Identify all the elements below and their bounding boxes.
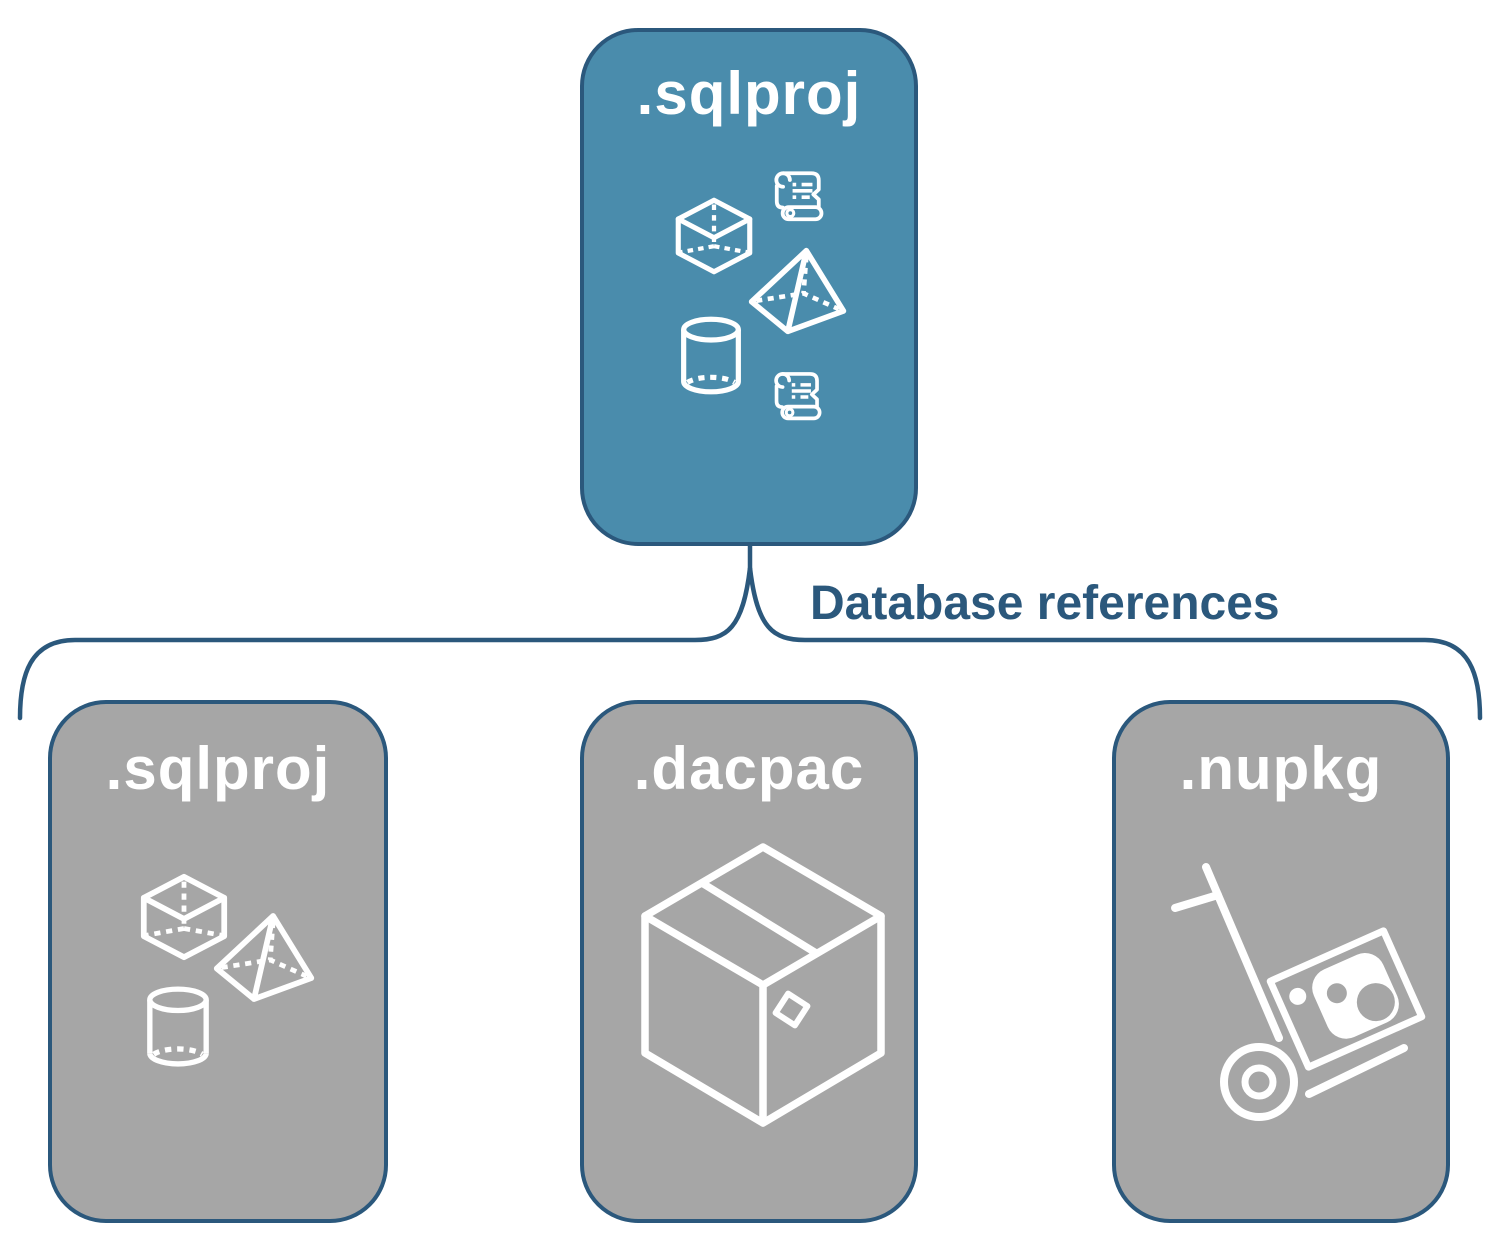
cylinder-icon	[150, 989, 206, 1064]
cube-icon	[678, 200, 749, 271]
scroll-icon	[774, 171, 824, 222]
node-title: .sqlproj	[636, 60, 862, 127]
node-title: .dacpac	[633, 735, 865, 802]
root-node-icons	[584, 171, 922, 421]
hand-truck-icon	[1175, 867, 1422, 1117]
pyramid-icon	[752, 251, 844, 332]
child-node-dacpac: .dacpac	[580, 700, 918, 1223]
child-node-nupkg: .nupkg	[1112, 700, 1450, 1223]
cube-icon	[144, 877, 224, 957]
package-box-icon	[645, 847, 881, 1123]
root-node-sqlproj: .sqlproj	[580, 28, 918, 546]
connector-label: Database references	[810, 577, 1280, 630]
node-title: .sqlproj	[105, 735, 331, 802]
pyramid-icon	[217, 916, 312, 999]
child-nupkg-icons	[1157, 842, 1427, 1132]
cylinder-icon	[684, 319, 739, 392]
child-dacpac-icons	[641, 842, 885, 1128]
child-sqlproj-icons	[52, 864, 392, 1076]
child-node-sqlproj: .sqlproj	[48, 700, 388, 1223]
scroll-icon	[774, 372, 822, 421]
node-title: .nupkg	[1179, 735, 1383, 802]
